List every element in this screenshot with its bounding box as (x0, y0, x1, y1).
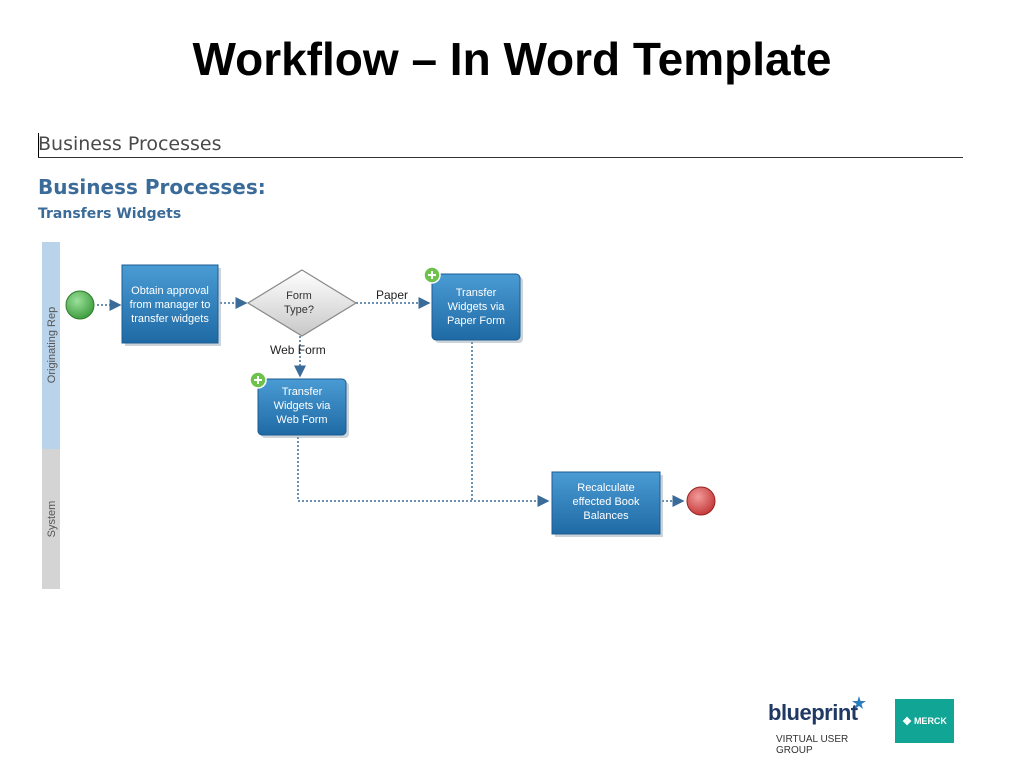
merck-logo: ❖ MERCK (895, 699, 954, 743)
task-recalc-line-3: Balances (583, 510, 629, 522)
end-event (686, 486, 716, 516)
lane-system (42, 449, 60, 589)
blueprint-star-icon (852, 696, 866, 709)
task-web-line-3: Web Form (276, 414, 327, 426)
task-recalculate-balances: Recalculate effected Book Balances (551, 471, 663, 537)
task-recalc-line-2: effected Book (572, 496, 640, 508)
task-paper-line-2: Widgets via (448, 301, 506, 313)
task-web-line-2: Widgets via (274, 400, 332, 412)
edge-label-paper: Paper (376, 288, 408, 302)
decision-form-type: Form Type? (246, 269, 358, 337)
merck-logo-text: MERCK (913, 716, 947, 726)
text-cursor (38, 133, 39, 157)
slide-title: Workflow – In Word Template (192, 33, 832, 85)
lane-label-originating-rep: Originating Rep (46, 307, 58, 383)
section-subheading: Transfers Widgets (38, 206, 182, 222)
blueprint-logo: blueprint VIRTUAL USER GROUP (768, 700, 878, 756)
lane-label-system: System (46, 501, 58, 538)
task-obtain-line-2: from manager to (130, 299, 211, 311)
section-heading: Business Processes: (38, 175, 266, 199)
task-obtain-line-1: Obtain approval (131, 285, 209, 297)
task-transfer-web-form: Transfer Widgets via Web Form (249, 371, 349, 438)
task-obtain-line-3: transfer widgets (131, 313, 209, 325)
lane-originating-rep (42, 242, 60, 449)
task-paper-line-3: Paper Form (447, 315, 505, 327)
decision-line-1: Form (286, 290, 312, 302)
blueprint-logo-text: blueprint (768, 700, 858, 725)
merck-emblem-icon: ❖ (902, 715, 912, 728)
edge-label-web-form: Web Form (270, 343, 326, 357)
task-paper-line-1: Transfer (456, 287, 497, 299)
task-web-line-1: Transfer (282, 386, 323, 398)
start-event (65, 290, 95, 320)
task-obtain-approval: Obtain approval from manager to transfer… (121, 264, 221, 346)
blueprint-logo-tagline: VIRTUAL USER GROUP (776, 734, 849, 756)
task-recalc-line-1: Recalculate (577, 482, 634, 494)
header-rule (38, 157, 963, 158)
document-header: Business Processes (38, 133, 222, 155)
edge-web-to-recalc (297, 437, 550, 507)
decision-line-2: Type? (284, 304, 314, 316)
task-transfer-paper-form: Transfer Widgets via Paper Form (423, 266, 523, 343)
